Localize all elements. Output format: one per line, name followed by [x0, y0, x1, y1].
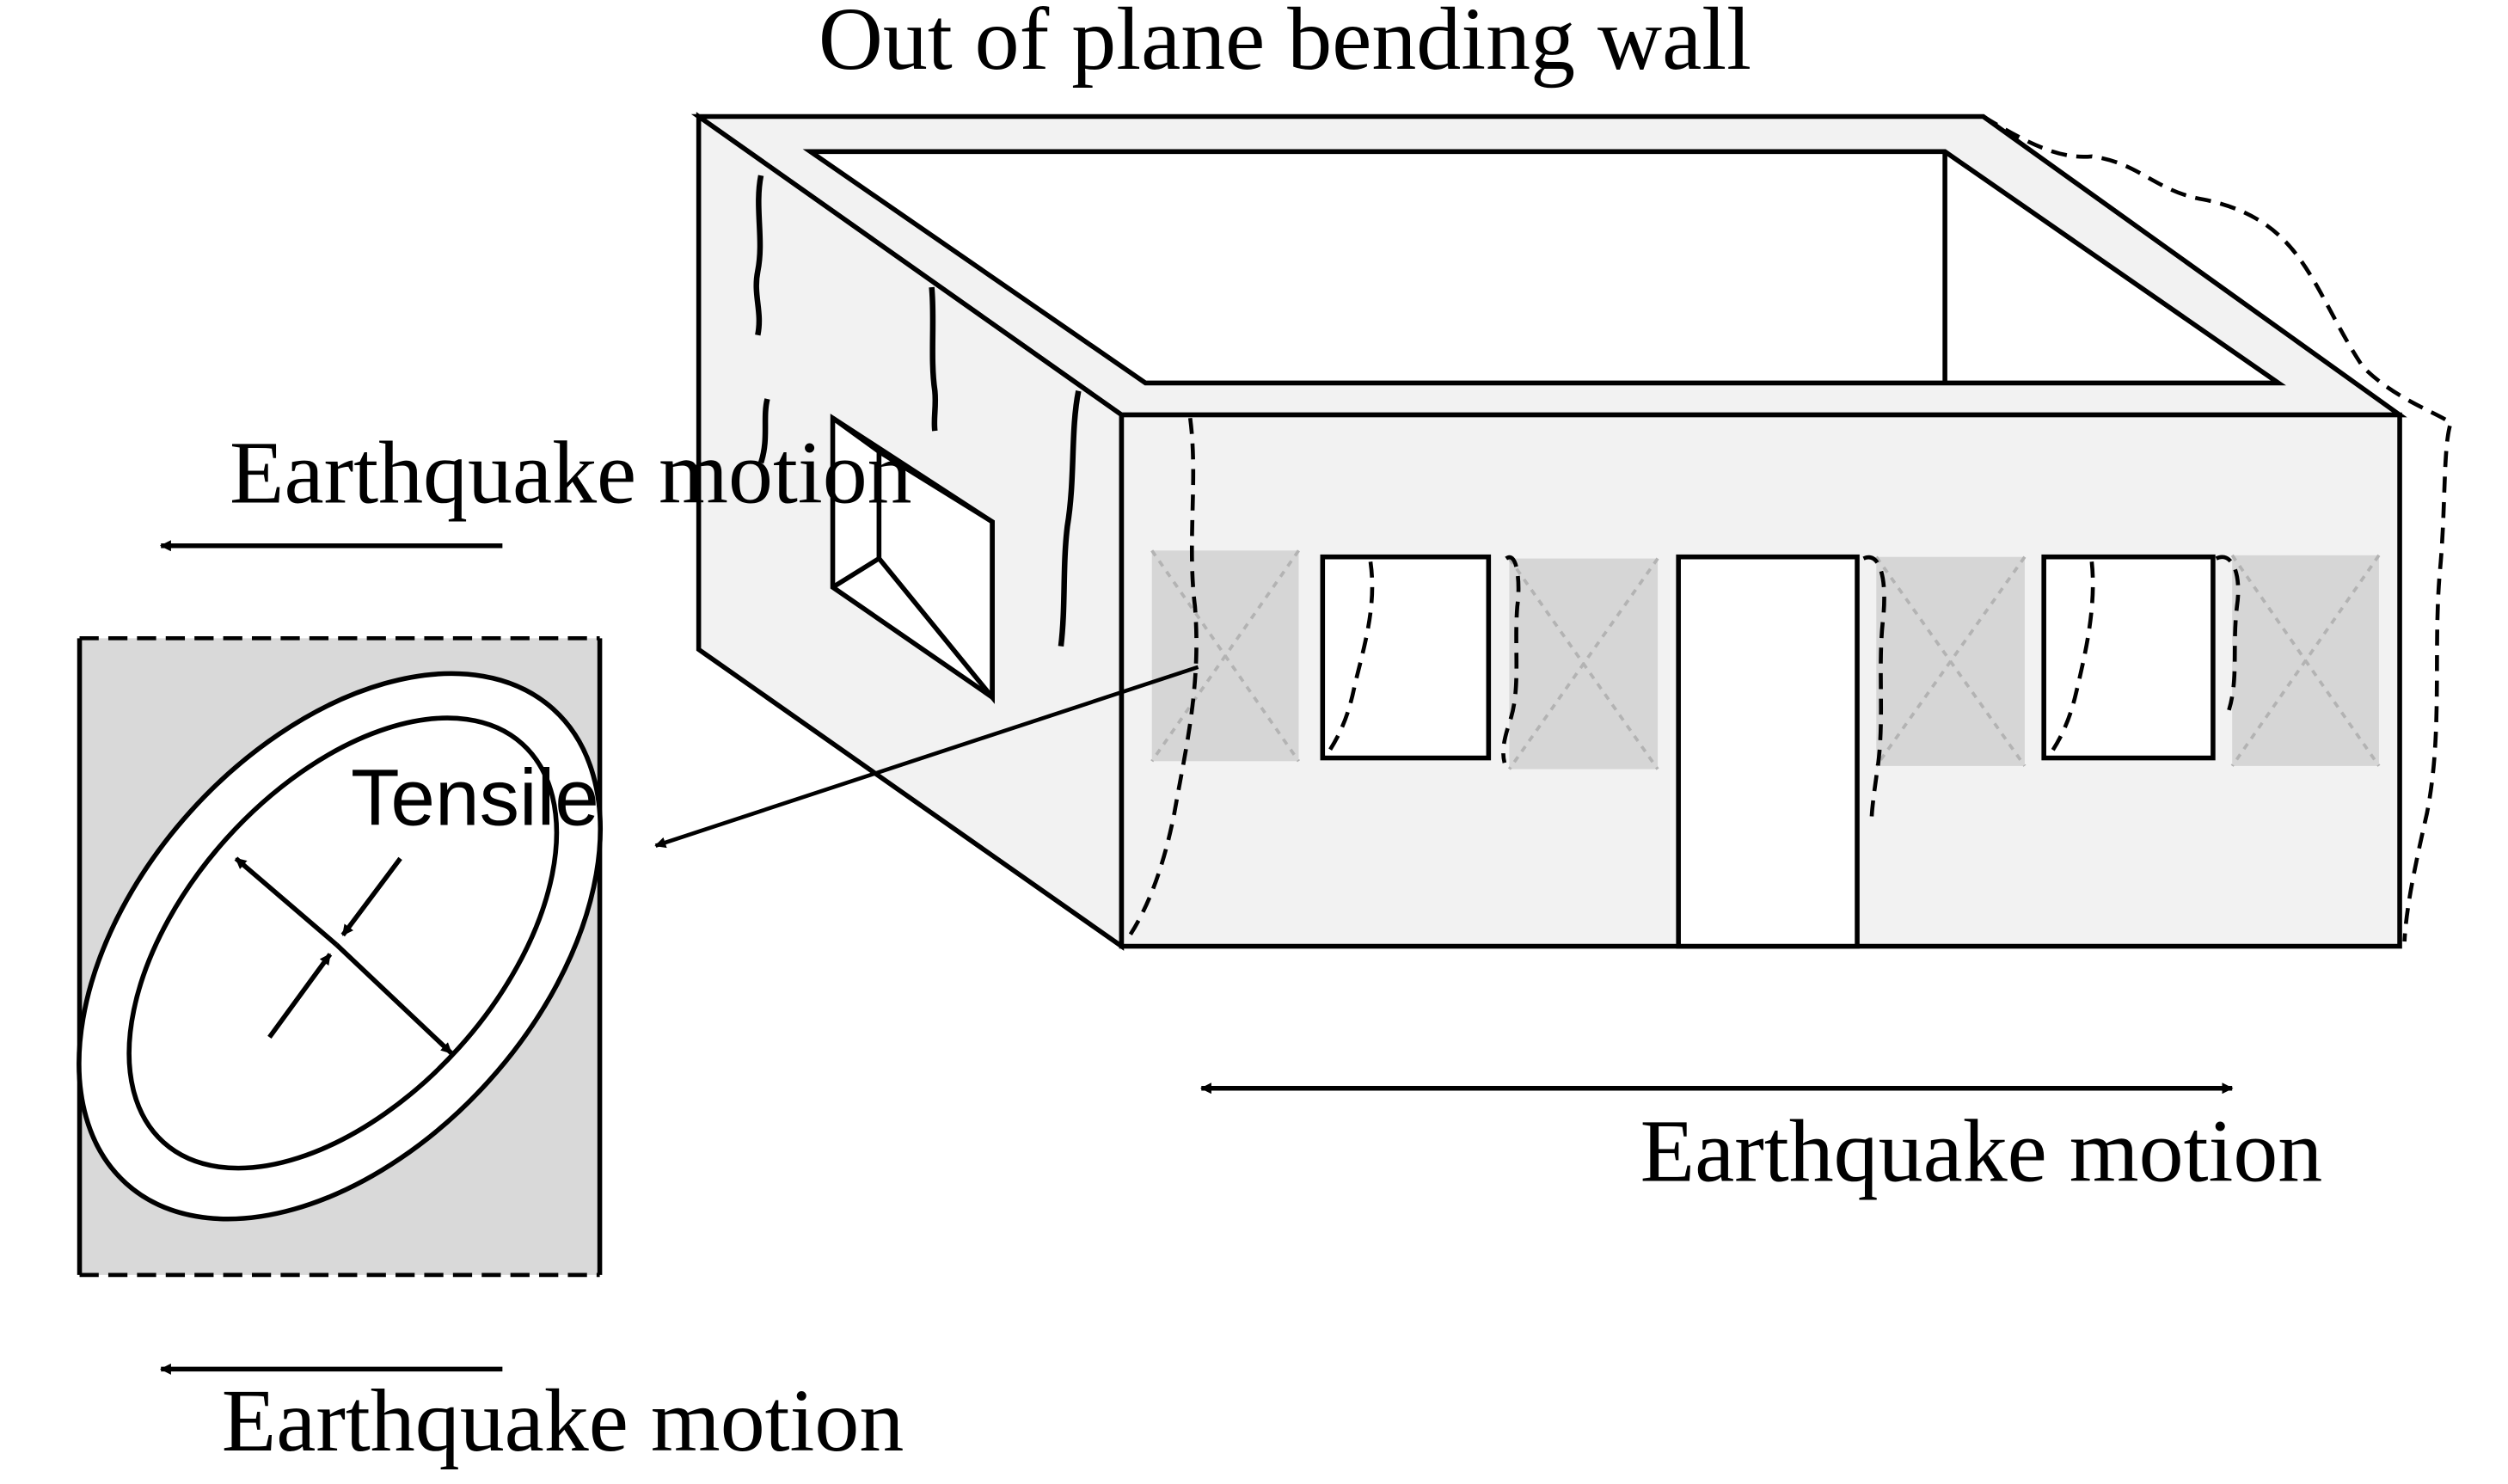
motion-label-bottom-left: Earthquake motion [222, 1371, 904, 1470]
pier-panel [1874, 555, 2027, 767]
motion-label-bottom-right: Earthquake motion [1640, 1101, 2323, 1200]
compression-arrow-lower [267, 953, 333, 1039]
pier-panel [1150, 549, 1300, 763]
detail-panel: Tensile [77, 636, 603, 1278]
pier-panels [1150, 549, 2381, 770]
pier-panel [1507, 557, 1659, 770]
compression-arrow-upper [340, 856, 402, 937]
dashed-crack-lines [1125, 114, 2454, 942]
inner-ellipse [126, 715, 560, 1171]
front-window-right [2041, 554, 2216, 761]
front-window-left [1320, 554, 1492, 761]
out-of-plane-title: Out of plane bending wall [819, 0, 1751, 89]
motion-label-top-left: Earthquake motion [230, 424, 912, 523]
pier-panel [2230, 554, 2381, 767]
roof-opening [802, 149, 2286, 386]
tensile-arrow-upper [234, 856, 339, 947]
side-wall-window [830, 414, 995, 704]
front-door [1676, 554, 1860, 949]
building [690, 112, 2454, 951]
tensile-label: Tensile [351, 753, 599, 843]
side-wall-cracks [753, 175, 1082, 647]
tensile-arrow-lower [334, 942, 453, 1055]
callout-arrow [654, 665, 1199, 849]
